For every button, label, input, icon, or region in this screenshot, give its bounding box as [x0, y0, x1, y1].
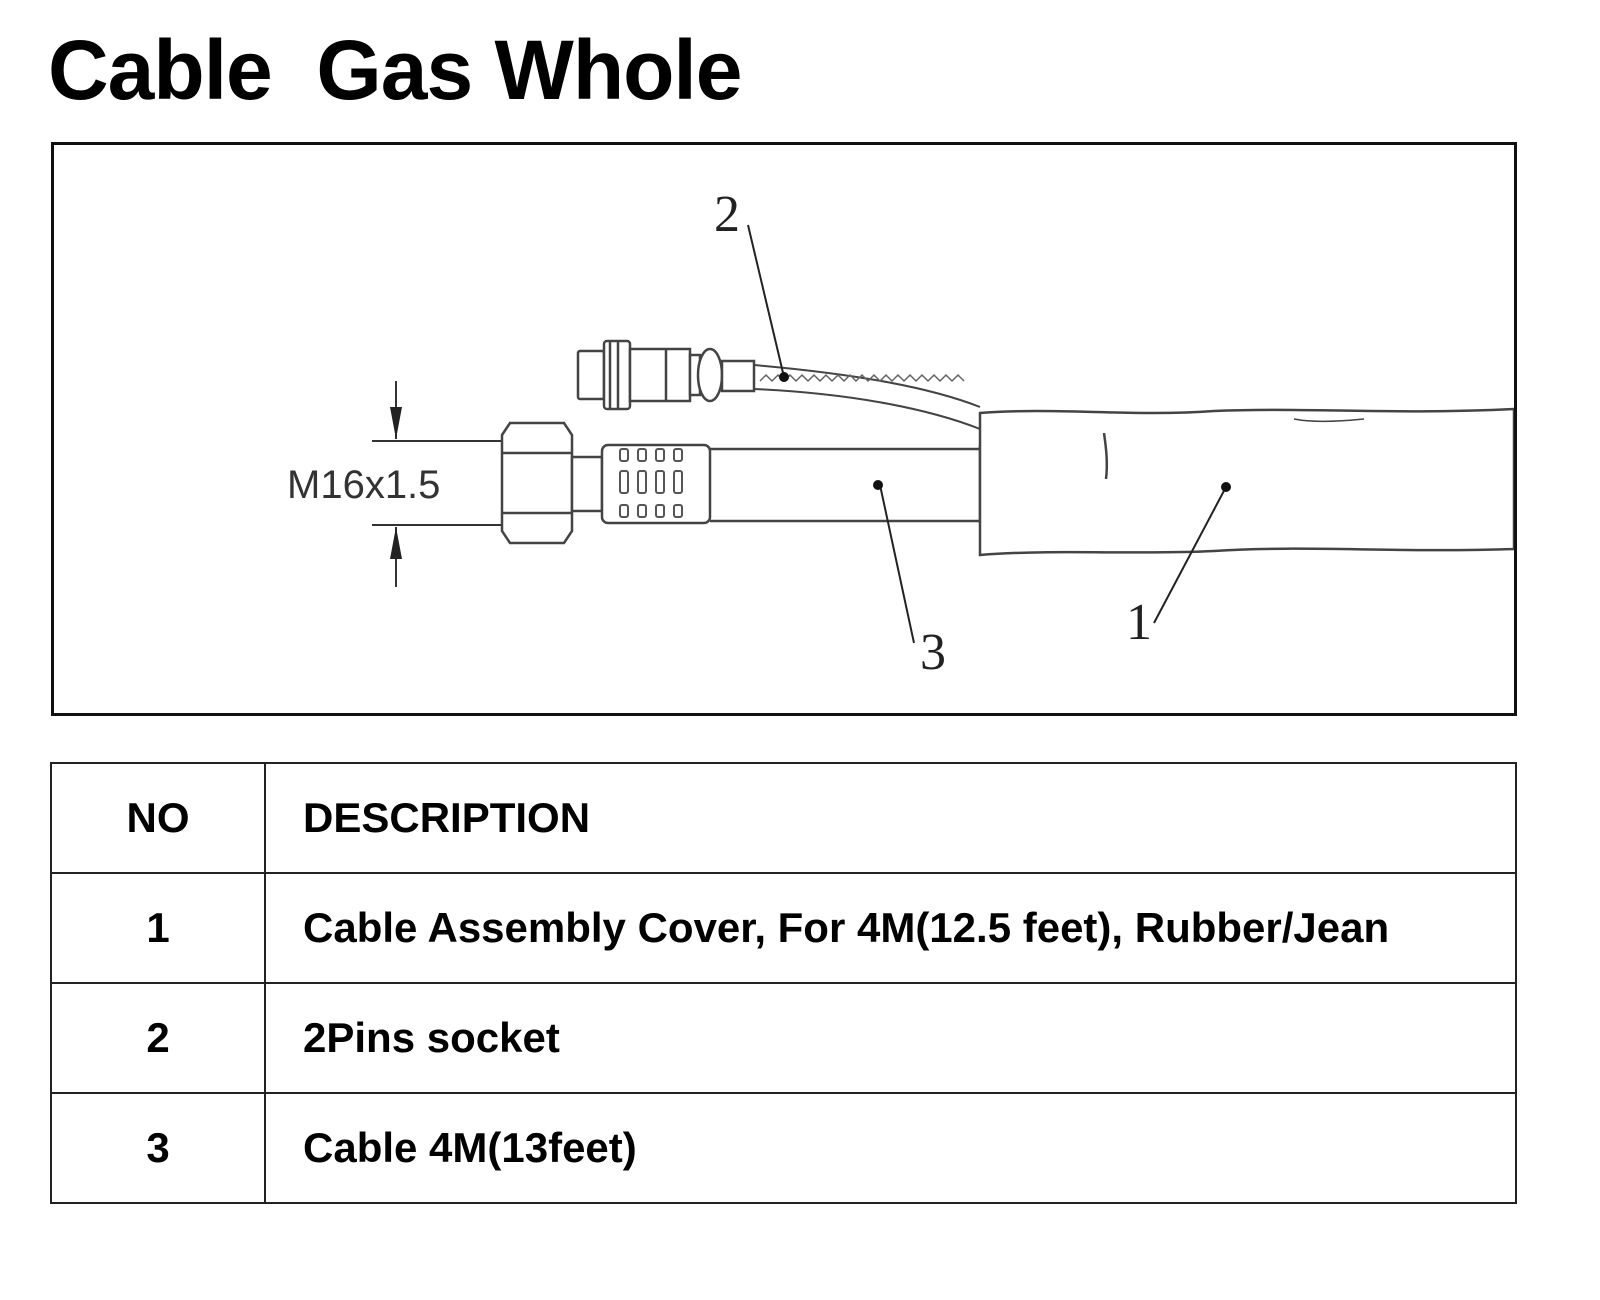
- row-no: 3: [50, 1092, 266, 1204]
- two-pin-socket: [576, 339, 756, 411]
- cable-assembly-cover: [978, 407, 1514, 557]
- callout-2: 2: [714, 186, 740, 243]
- row-description: Cable Assembly Cover, For 4M(12.5 feet),…: [264, 872, 1517, 984]
- row-description: 2Pins socket: [264, 982, 1517, 1094]
- table-header-row: NO DESCRIPTION: [50, 762, 1517, 874]
- callout-1: 1: [1126, 594, 1152, 651]
- dimension-label: M16x1.5: [287, 463, 440, 507]
- header-description: DESCRIPTION: [264, 762, 1517, 874]
- row-no: 1: [50, 872, 266, 984]
- callout-dots: [779, 372, 1231, 492]
- table-row: 3 Cable 4M(13feet): [50, 1092, 1517, 1204]
- knurl-grid: [619, 448, 683, 518]
- hex-nut-fitting: [500, 421, 604, 545]
- row-no: 2: [50, 982, 266, 1094]
- page-title: Cable Gas Whole: [48, 23, 742, 117]
- table-row: 1 Cable Assembly Cover, For 4M(12.5 feet…: [50, 872, 1517, 984]
- cable-diagram: M16x1.5: [51, 142, 1517, 716]
- callout-3: 3: [920, 624, 946, 681]
- dimension-arrow-top: [390, 407, 402, 439]
- gas-cable: [710, 445, 982, 523]
- dimension-arrow-bottom: [390, 527, 402, 559]
- header-no: NO: [50, 762, 266, 874]
- row-description: Cable 4M(13feet): [264, 1092, 1517, 1204]
- socket-cable: [753, 364, 981, 430]
- table-row: 2 2Pins socket: [50, 982, 1517, 1094]
- parts-table: NO DESCRIPTION 1 Cable Assembly Cover, F…: [50, 762, 1517, 1204]
- cable-drawing: M16x1.5: [287, 186, 1514, 681]
- callout-leaders: [747, 224, 1227, 644]
